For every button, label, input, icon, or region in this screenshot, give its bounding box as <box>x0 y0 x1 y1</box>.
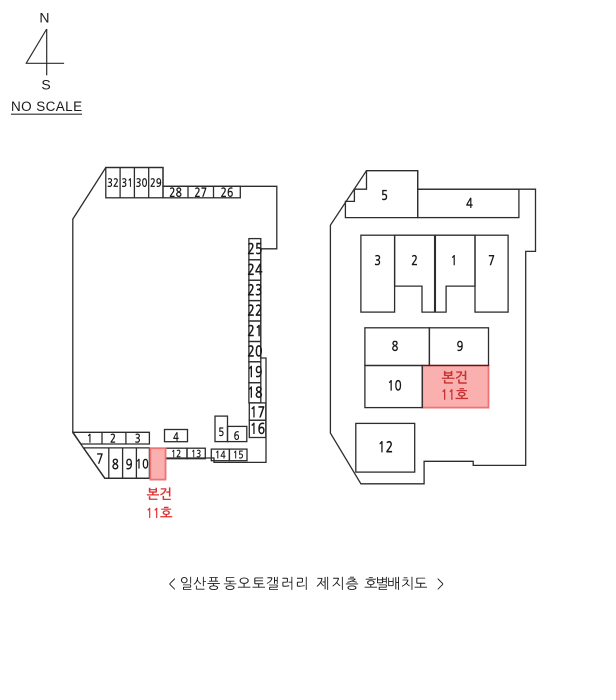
svg-text:S: S <box>41 77 50 93</box>
svg-text:N: N <box>39 10 49 26</box>
svg-text:NO SCALE: NO SCALE <box>11 99 82 114</box>
